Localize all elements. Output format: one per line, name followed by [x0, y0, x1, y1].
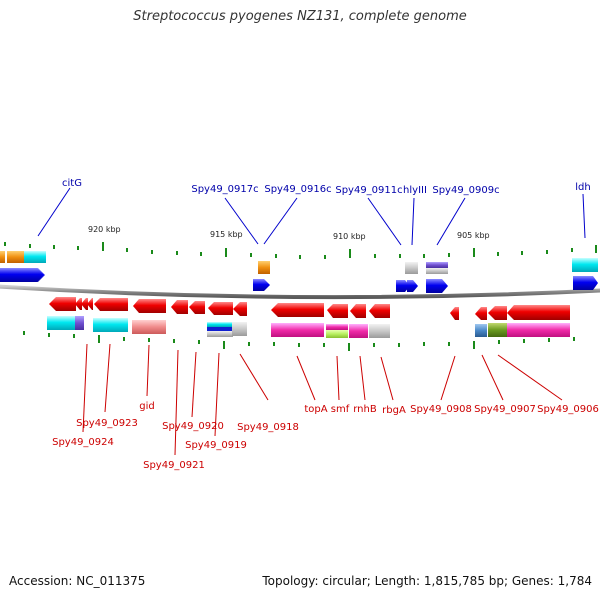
reverse-leader-lines — [82, 343, 563, 456]
forward-leader-lines — [37, 187, 586, 246]
upper-tick-row — [4, 242, 597, 259]
gene-label-topA[interactable]: topA — [304, 404, 327, 415]
accession-text: Accession: NC_011375 — [9, 574, 146, 588]
gene-label-spy49-0916c[interactable]: Spy49_0916c — [264, 184, 331, 195]
gene-label-spy49-0919[interactable]: Spy49_0919 — [185, 440, 247, 451]
reverse-cog-boxes — [47, 316, 570, 338]
forward-cog-boxes — [0, 251, 598, 274]
gene-label-spy49-0920[interactable]: Spy49_0920 — [162, 421, 224, 432]
gene-label-spy49-0917c[interactable]: Spy49_0917c — [191, 184, 258, 195]
scale-label-910kbp: 910 kbp — [333, 232, 366, 241]
genome-backbone — [0, 284, 600, 300]
gene-label-spy49-0921[interactable]: Spy49_0921 — [143, 460, 205, 471]
reverse-gene-labels: Spy49_0924 Spy49_0923 Spy49_0921 gid Spy… — [52, 401, 599, 471]
map-title: Streptococcus pyogenes NZ131, complete g… — [133, 9, 467, 24]
gene-label-spy49-0909c[interactable]: Spy49_0909c — [432, 185, 499, 196]
scale-label-920kbp: 920 kbp — [88, 225, 121, 234]
gene-label-citG[interactable]: citG — [62, 178, 82, 189]
scale-label-915kbp: 915 kbp — [210, 230, 243, 239]
scale-label-905kbp: 905 kbp — [457, 231, 490, 240]
reverse-gene-arrows — [49, 297, 570, 320]
gene-label-spy49-0923[interactable]: Spy49_0923 — [76, 418, 138, 429]
gene-label-ldh[interactable]: ldh — [575, 182, 590, 193]
gene-label-spy49-0918[interactable]: Spy49_0918 — [237, 422, 299, 433]
gene-label-spy49-0908[interactable]: Spy49_0908 — [410, 404, 472, 415]
gene-label-spy49-0906[interactable]: Spy49_0906 — [537, 404, 599, 415]
gene-label-gid[interactable]: gid — [139, 401, 154, 412]
gene-label-smf[interactable]: smf — [331, 404, 350, 415]
forward-gene-arrows — [0, 268, 598, 293]
gene-label-spy49-0911c[interactable]: Spy49_0911c — [335, 185, 402, 196]
gene-label-rbgA[interactable]: rbgA — [382, 405, 406, 416]
gene-label-spy49-0907[interactable]: Spy49_0907 — [474, 404, 536, 415]
genome-summary-text: Topology: circular; Length: 1,815,785 bp… — [262, 574, 592, 588]
forward-gene-labels: citG Spy49_0917c Spy49_0916c Spy49_0911c… — [62, 178, 591, 196]
gene-label-hlyIII[interactable]: hlyIII — [403, 185, 427, 196]
lower-tick-row — [23, 331, 575, 351]
gene-label-spy49-0924[interactable]: Spy49_0924 — [52, 437, 114, 448]
gene-label-rnhB[interactable]: rnhB — [353, 404, 377, 415]
